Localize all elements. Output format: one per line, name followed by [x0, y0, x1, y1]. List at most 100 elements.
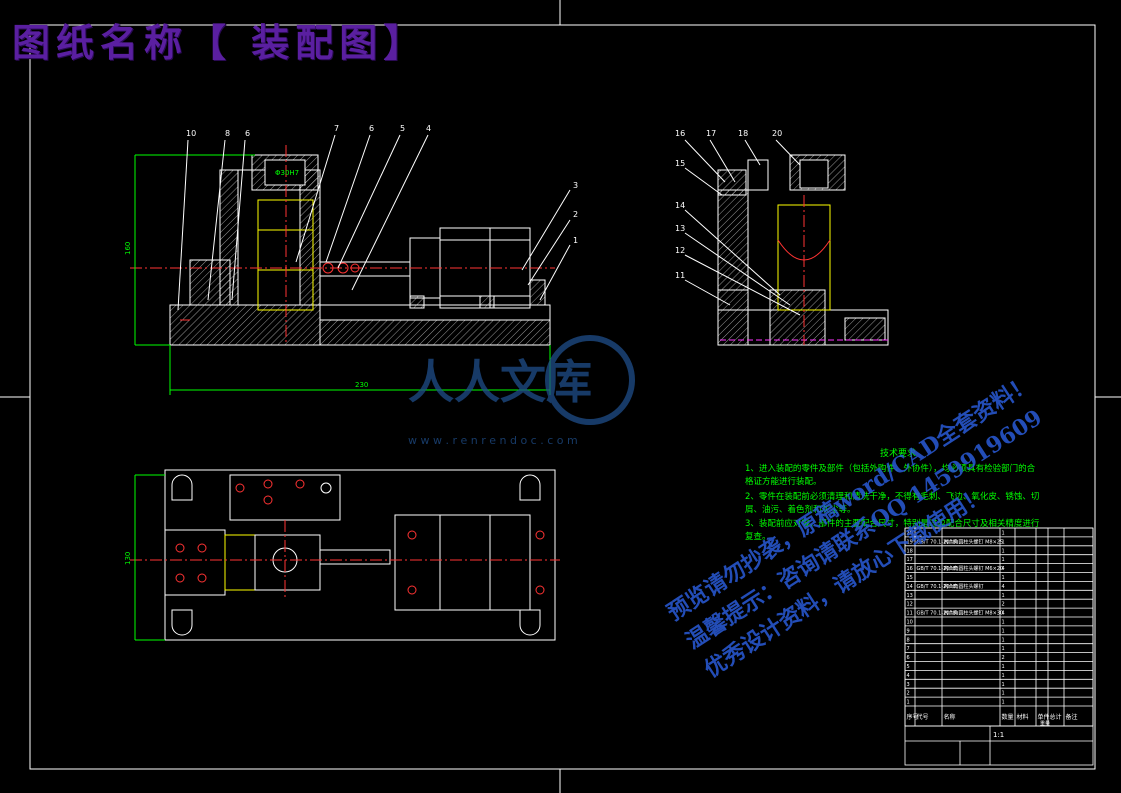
tech-requirements-title: 技术要求: [880, 449, 917, 459]
callout: 7: [334, 124, 339, 133]
bom-header-cell: 单件: [1038, 713, 1050, 721]
bom-header-cell: 序号: [907, 713, 919, 721]
bom-cell: 7: [907, 646, 910, 652]
bom-cell: 5: [907, 664, 910, 670]
watermark: 人人文库 w w w . r e n r e n d o c . c o m: [408, 335, 635, 447]
callout: 18: [738, 129, 748, 138]
tech-line: 3、装配前应对零、部件的主要配合尺寸，特别是过盈配合尺寸及相关精度进行: [745, 519, 1040, 529]
bom-header-cell: 总计: [1050, 713, 1062, 721]
top-dim-height: 130: [124, 552, 132, 565]
front-callouts: 10 8 6 7 6 5 4 3 2 1: [186, 124, 578, 245]
bom-cell: 1: [1002, 664, 1005, 670]
side-view: [684, 139, 890, 346]
bom-cell: 3: [907, 682, 910, 688]
bom-cell: 20: [907, 531, 913, 537]
bom-cell: 1: [1002, 593, 1005, 599]
bom-cell: 内六角圆柱头螺钉: [944, 583, 984, 590]
bom-header-cell: 代号: [917, 713, 929, 721]
bom-cell: 10: [907, 620, 913, 626]
bom-cell: 4: [1002, 611, 1005, 617]
bom-cell: 14: [907, 584, 913, 590]
bom-cell: 1: [1002, 700, 1005, 706]
bom-cell: 1: [1002, 557, 1005, 563]
bom-header-cell: 材料: [1017, 713, 1029, 721]
bom-cell: 1: [1002, 548, 1005, 554]
bom-cell: 内六角圆柱头螺钉 M8×30: [944, 610, 1004, 617]
bom-cell: 4: [1002, 566, 1005, 572]
callout: 14: [675, 201, 685, 210]
bom-cell: 1: [1002, 682, 1005, 688]
drawing-title: 图纸名称【 装配图】: [12, 20, 428, 65]
bom-weight-label: 重量: [1040, 720, 1050, 727]
bom-cell: 1: [907, 700, 910, 706]
bom-cell: 2: [907, 691, 910, 697]
bom-cell: 2: [1002, 602, 1005, 608]
bom-cell: 4: [1002, 584, 1005, 590]
callout: 1: [573, 236, 578, 245]
tech-line: 格证方能进行装配。: [745, 477, 822, 487]
callout: 11: [675, 271, 685, 280]
bom-cell: 11: [907, 611, 913, 617]
tech-line: 2、零件在装配前必须清理和清洗干净，不得有毛刺、飞边、氧化皮、锈蚀、切: [745, 492, 1040, 502]
scale-label: 1:1: [993, 731, 1004, 739]
callout: 6: [369, 124, 374, 133]
callout: 10: [186, 129, 196, 138]
callout: 5: [400, 124, 405, 133]
callout: 16: [675, 129, 685, 138]
callout: 2: [573, 210, 578, 219]
callout: 8: [225, 129, 230, 138]
callout: 20: [772, 129, 782, 138]
bom-cell: 1: [1002, 628, 1005, 634]
bom-header-cell: 备注: [1066, 713, 1078, 721]
bom-cell: GB/T 70.1-2008: [917, 539, 956, 545]
bom-cell: 1: [1002, 539, 1005, 545]
watermark-logo: 人人文库: [408, 355, 592, 409]
bom-cell: GB/T 70.1-2008: [917, 584, 956, 590]
tech-line: 复查。: [745, 532, 771, 542]
bom-cell: 18: [907, 548, 913, 554]
callout: 12: [675, 246, 685, 255]
bom-cell: GB/T 70.1-2008: [917, 611, 956, 617]
callout: 13: [675, 224, 685, 233]
bom-cell: 1: [1002, 620, 1005, 626]
callout: 4: [426, 124, 431, 133]
bom-cell: 1: [1002, 646, 1005, 652]
bom-cell: 15: [907, 575, 913, 581]
bom-cell: 内六角圆柱头螺钉 M6×20: [944, 565, 1004, 572]
bom-cell: 1: [1002, 575, 1005, 581]
bom-cell: 1: [1002, 673, 1005, 679]
bom-cell: 16: [907, 566, 913, 572]
callout: 6: [245, 129, 250, 138]
bom-cell: 4: [907, 673, 910, 679]
top-base-plate: [164, 469, 556, 641]
bom-cell: 1: [1002, 637, 1005, 643]
bom-cell: 1: [1002, 531, 1005, 537]
bom-cell: 19: [907, 539, 913, 545]
bom-cell: 12: [907, 602, 913, 608]
bom-cell: 内六角圆柱头螺钉 M8×25: [944, 538, 1004, 545]
bom-cell: GB/T 70.1-2008: [917, 566, 956, 572]
bom-cell: 8: [907, 637, 910, 643]
bom-cell: 2: [1002, 655, 1005, 661]
dim-width: 230: [355, 381, 368, 389]
bom-cell: 9: [907, 628, 910, 634]
bom-header-cell: 数量: [1002, 713, 1014, 721]
bom-header-cell: 名称: [944, 713, 956, 721]
callout: 17: [706, 129, 716, 138]
watermark-site: w w w . r e n r e n d o c . c o m: [408, 434, 578, 447]
side-callouts: 16 17 18 20 15 14 13 12 11: [675, 129, 782, 280]
callout: 15: [675, 159, 685, 168]
bom-cell: 1: [1002, 691, 1005, 697]
bom-cell: 17: [907, 557, 913, 563]
top-view: [130, 469, 560, 641]
callout: 3: [573, 181, 578, 190]
bom-cell: 13: [907, 593, 913, 599]
front-view: [130, 134, 571, 395]
dim-height: 160: [124, 242, 132, 255]
bom-cell: 6: [907, 655, 910, 661]
tech-line: 1、进入装配的零件及部件（包括外购件、外协件），均必须具有检验部门的合: [745, 464, 1036, 474]
bore-label: Φ30H7: [275, 169, 299, 177]
tech-line: 屑、油污、着色剂和灰尘等。: [745, 505, 856, 515]
